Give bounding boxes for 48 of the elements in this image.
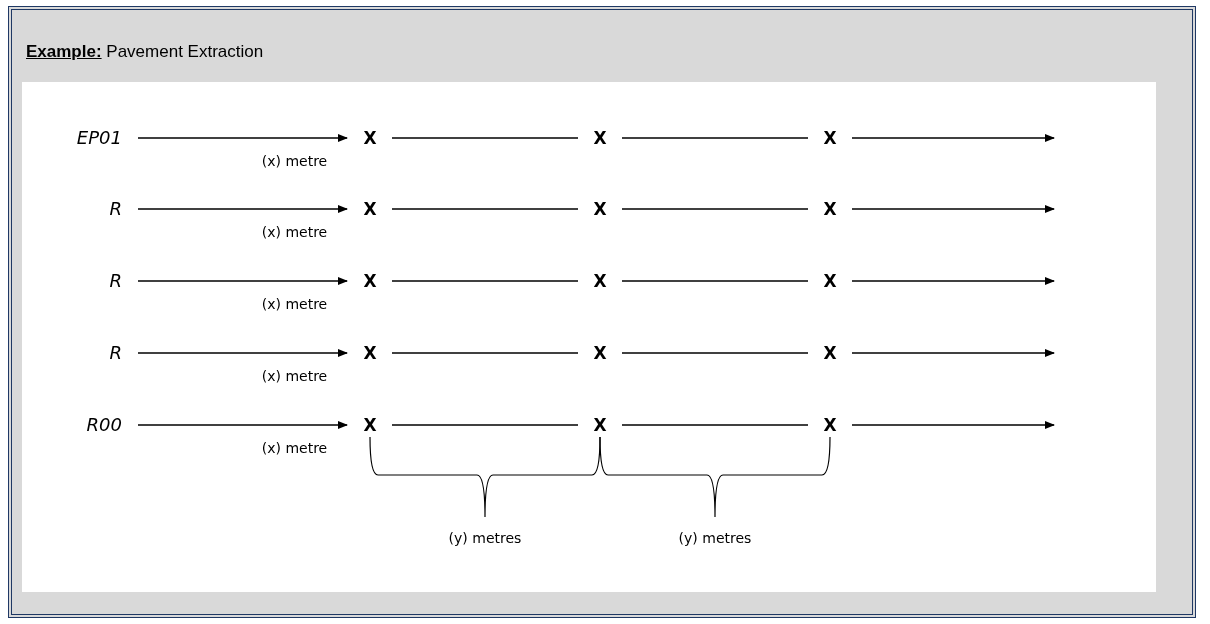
line <box>391 208 579 210</box>
edge-label: (x) metre <box>261 439 328 457</box>
line <box>391 424 579 426</box>
arrow <box>137 205 348 213</box>
arrow <box>137 134 348 142</box>
point-mark: X <box>820 413 840 437</box>
dimension-label: (y) metres <box>448 529 522 547</box>
line <box>621 280 809 282</box>
arrow <box>851 421 1055 429</box>
point-mark: X <box>820 126 840 150</box>
line <box>391 352 579 354</box>
arrow <box>137 349 348 357</box>
point-mark: X <box>360 126 380 150</box>
arrow <box>851 134 1055 142</box>
arrow <box>851 277 1055 285</box>
row-label: EP01 <box>42 126 122 150</box>
edge-label: (x) metre <box>261 367 328 385</box>
point-mark: X <box>590 197 610 221</box>
line <box>621 208 809 210</box>
line <box>621 352 809 354</box>
point-mark: X <box>590 413 610 437</box>
point-mark: X <box>590 126 610 150</box>
point-mark: X <box>360 413 380 437</box>
point-mark: X <box>820 197 840 221</box>
title: Example: Pavement Extraction <box>26 42 264 62</box>
line <box>621 424 809 426</box>
point-mark: X <box>590 341 610 365</box>
arrow <box>851 349 1055 357</box>
line <box>391 137 579 139</box>
arrow <box>851 205 1055 213</box>
edge-label: (x) metre <box>261 223 328 241</box>
dimension-label: (y) metres <box>678 529 752 547</box>
edge-label: (x) metre <box>261 295 328 313</box>
point-mark: X <box>590 269 610 293</box>
point-mark: X <box>820 269 840 293</box>
point-mark: X <box>360 269 380 293</box>
point-mark: X <box>360 197 380 221</box>
row-label: R <box>42 269 122 293</box>
point-mark: X <box>820 341 840 365</box>
row-label: R <box>42 197 122 221</box>
arrow <box>137 277 348 285</box>
line <box>621 137 809 139</box>
point-mark: X <box>360 341 380 365</box>
edge-label: (x) metre <box>261 152 328 170</box>
arrow <box>137 421 348 429</box>
row-label: R00 <box>42 413 122 437</box>
row-label: R <box>42 341 122 365</box>
line <box>391 280 579 282</box>
